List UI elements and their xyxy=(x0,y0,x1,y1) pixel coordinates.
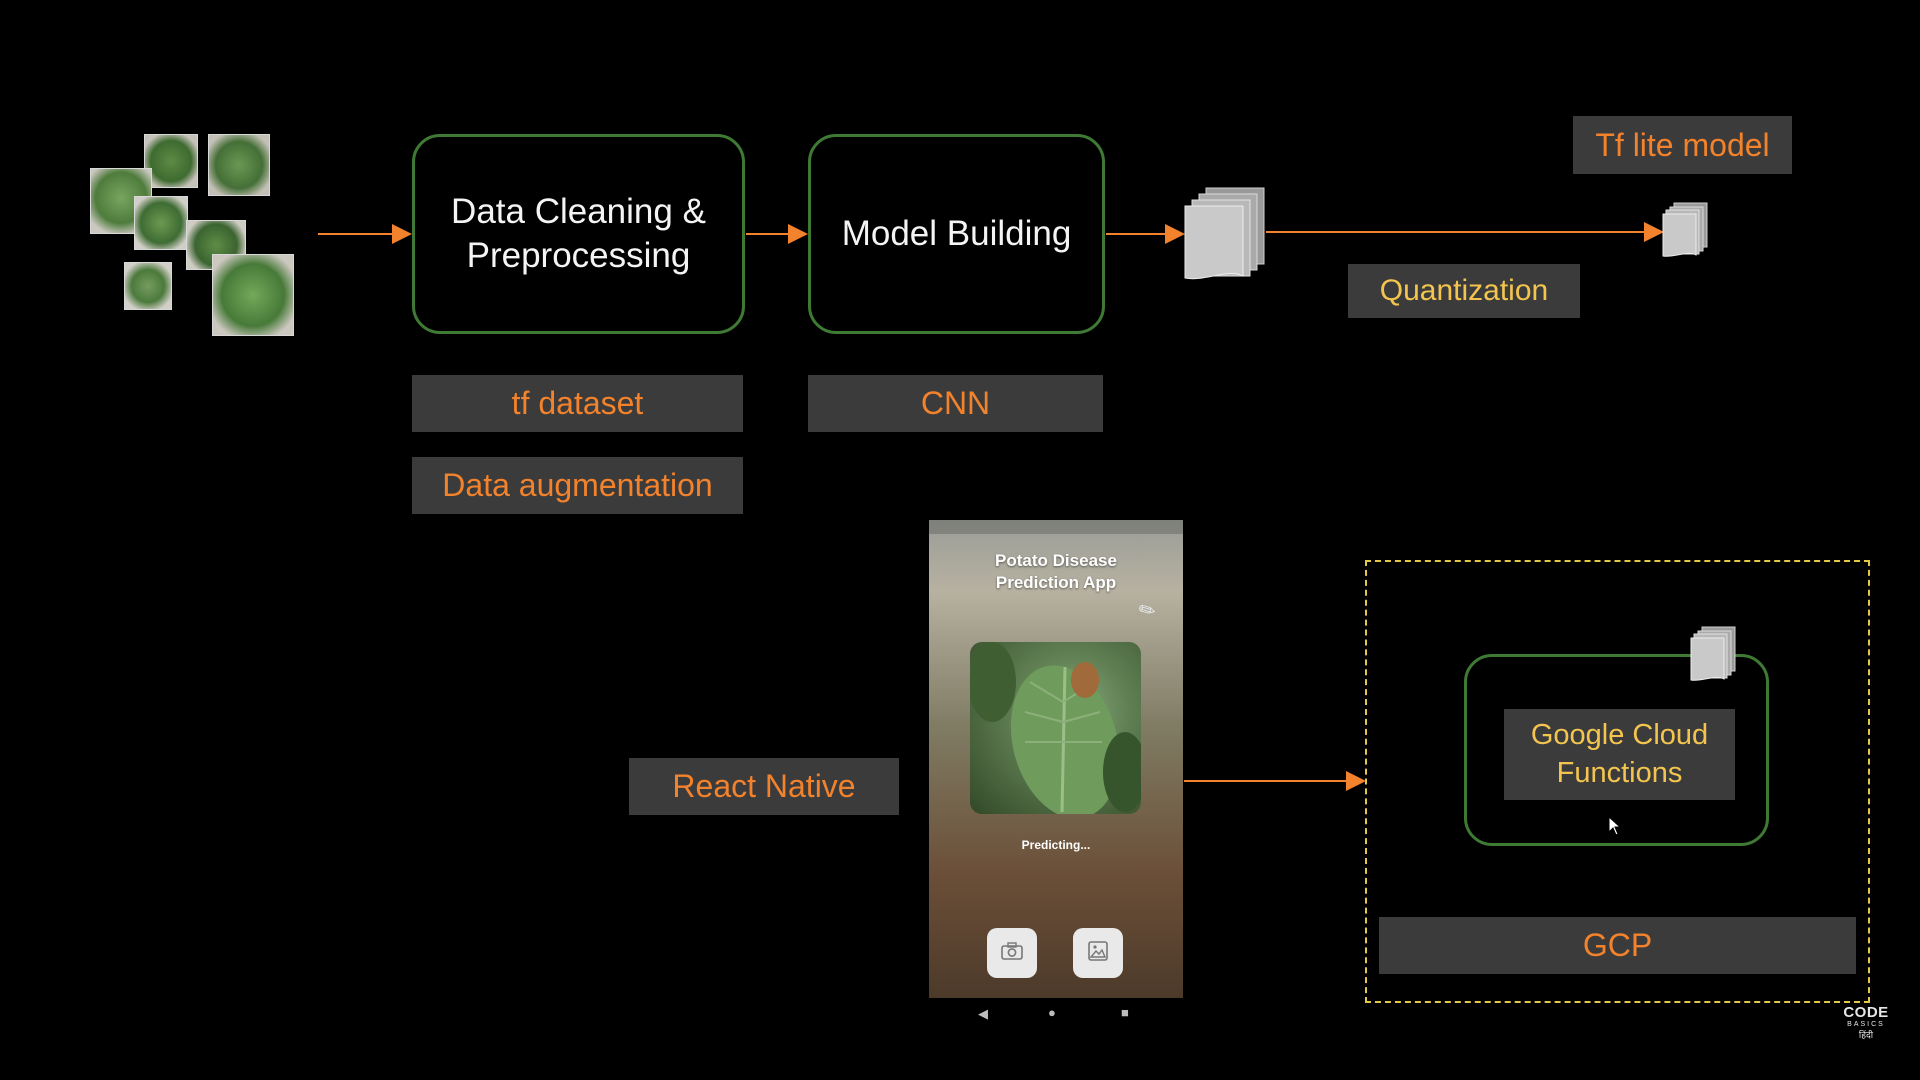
gcp-region xyxy=(1365,560,1870,1003)
back-nav-icon[interactable]: ◀ xyxy=(978,1006,988,1021)
quantization-label: Quantization xyxy=(1379,274,1549,307)
leaf-image xyxy=(134,196,188,250)
camera-icon xyxy=(1001,941,1023,965)
watermark-sub: BASICS xyxy=(1847,1021,1885,1028)
phone-status-bar xyxy=(929,520,1183,534)
react-native-label-box: React Native xyxy=(629,758,899,815)
phone-app-screenshot: Potato Disease Prediction App ✎ Predicti… xyxy=(929,520,1183,998)
leaf-image xyxy=(124,262,172,310)
model-building-box: Model Building xyxy=(808,134,1105,334)
tf-dataset-label: tf dataset xyxy=(511,385,644,421)
codebasics-watermark: CODE BASICS हिंदी xyxy=(1838,1004,1894,1041)
tf-lite-model-label-box: Tf lite model xyxy=(1573,116,1792,174)
deployed-model-file-icon xyxy=(1690,626,1738,682)
predicting-status: Predicting... xyxy=(1021,838,1091,852)
model-file-icon xyxy=(1184,186,1268,282)
google-cloud-functions-label: Google Cloud Functions xyxy=(1530,718,1709,789)
google-cloud-functions-label-box: Google Cloud Functions xyxy=(1504,709,1735,800)
gcp-label: GCP xyxy=(1582,927,1653,963)
image-icon xyxy=(1088,940,1108,966)
leaf-image xyxy=(208,134,270,196)
data-augmentation-label-box: Data augmentation xyxy=(412,457,743,514)
recents-nav-icon[interactable]: ■ xyxy=(1121,1005,1129,1020)
model-building-label: Model Building xyxy=(841,213,1072,253)
leaf-image-collage xyxy=(88,130,298,340)
leaf-photo xyxy=(970,642,1141,814)
camera-button[interactable] xyxy=(987,928,1037,978)
data-augmentation-label: Data augmentation xyxy=(442,467,713,503)
data-cleaning-label: Data Cleaning & Preprocessing xyxy=(451,191,706,275)
watermark-brand: CODE xyxy=(1843,1004,1889,1021)
gallery-button[interactable] xyxy=(1073,928,1123,978)
mouse-cursor-icon xyxy=(1608,815,1622,841)
clear-icon: ✎ xyxy=(1134,597,1161,625)
cnn-label: CNN xyxy=(920,385,991,421)
home-nav-icon[interactable]: ● xyxy=(1048,1005,1056,1020)
leaf-image xyxy=(212,254,294,336)
tf-dataset-label-box: tf dataset xyxy=(412,375,743,432)
data-cleaning-box: Data Cleaning & Preprocessing xyxy=(412,134,745,334)
phone-app-title: Potato Disease Prediction App xyxy=(995,551,1117,593)
watermark-lang: हिंदी xyxy=(1858,1030,1874,1040)
tf-lite-model-label: Tf lite model xyxy=(1595,126,1770,163)
gcp-label-box: GCP xyxy=(1379,917,1856,974)
leaf-image xyxy=(144,134,198,188)
react-native-label: React Native xyxy=(672,768,856,804)
cloud-functions-container xyxy=(1464,654,1769,846)
cnn-label-box: CNN xyxy=(808,375,1103,432)
tflite-file-icon xyxy=(1662,202,1710,258)
quantization-label-box: Quantization xyxy=(1348,264,1580,318)
